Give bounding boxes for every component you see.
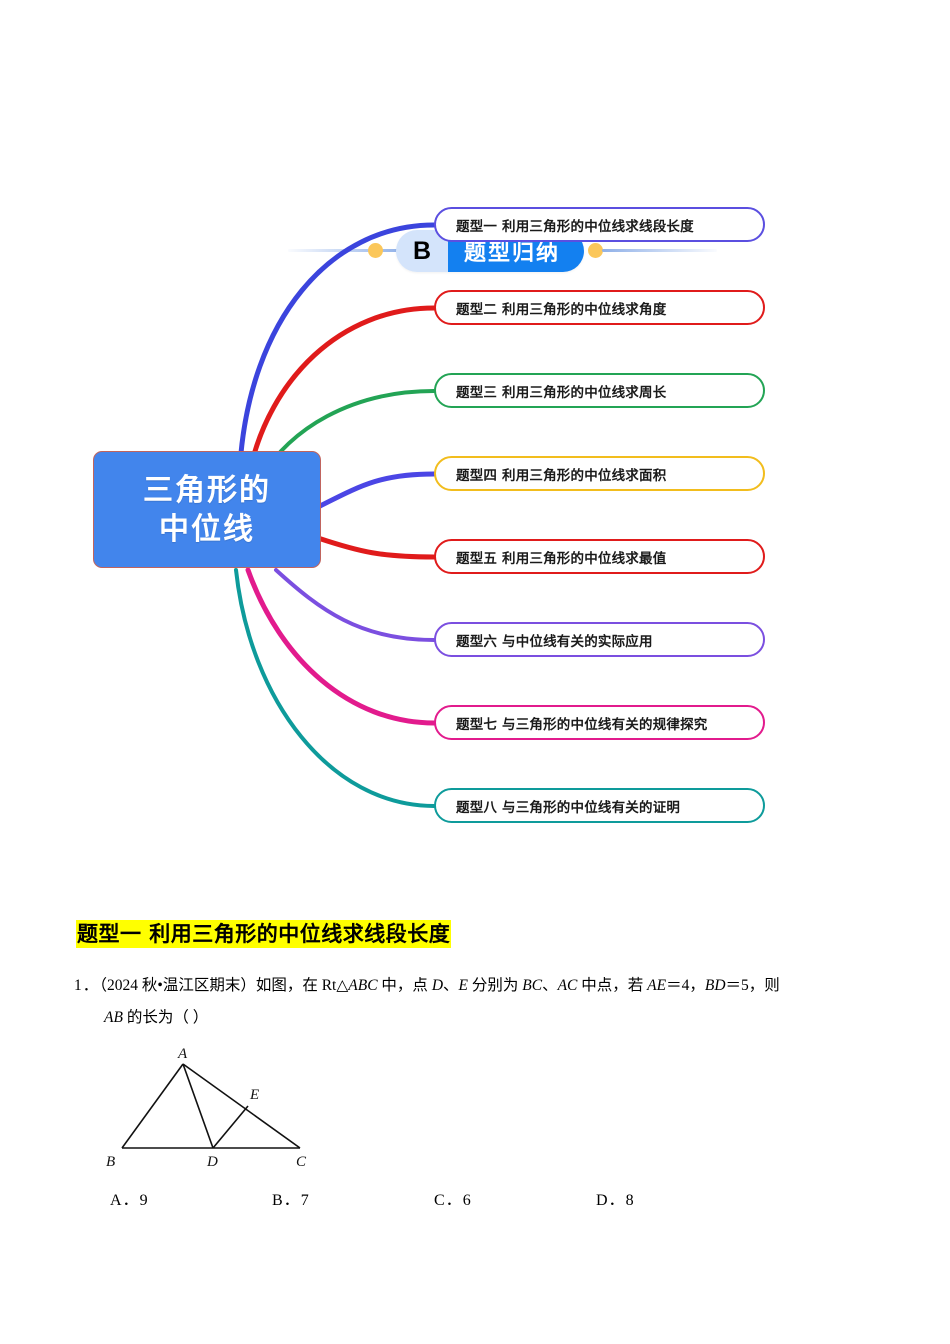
central-node-line-2: 中位线 [159,511,255,547]
mindmap-topic-1-label: 题型一 利用三角形的中位线求线段长度 [456,218,694,235]
mindmap-topic-8[interactable]: 题型八 与三角形的中位线有关的证明 [434,788,765,823]
question-var-ab: AB [104,1008,123,1026]
mindmap-topic-5-label: 题型五 利用三角形的中位线求最值 [456,550,667,567]
mindmap-topic-3[interactable]: 题型三 利用三角形的中位线求周长 [434,373,765,408]
mindmap-central-node[interactable]: 三角形的 中位线 [93,451,321,568]
mindmap-topic-4[interactable]: 题型四 利用三角形的中位线求面积 [434,456,765,491]
mindmap-topic-7-label: 题型七 与三角形的中位线有关的规律探究 [456,716,708,733]
question-text-o: ＝5，则 [725,977,780,994]
mindmap-topic-8-label: 题型八 与三角形的中位线有关的证明 [456,799,681,816]
figure-label-e: E [249,1087,259,1103]
question-var-d: D [431,977,444,994]
mindmap-topic-1[interactable]: 题型一 利用三角形的中位线求线段长度 [434,207,765,242]
option-b[interactable]: B．7 [272,1186,434,1210]
figure-label-c: C [296,1154,307,1170]
option-b-letter: B． [272,1192,301,1209]
question-var-bc: BC [522,977,543,994]
option-c-letter: C． [434,1192,463,1209]
mindmap-topic-2-label: 题型二 利用三角形的中位线求角度 [456,301,667,318]
mindmap-topic-5[interactable]: 题型五 利用三角形的中位线求最值 [434,539,765,574]
option-d-letter: D． [596,1192,626,1209]
question-block: 1．（2024 秋•温江区期末）如图，在 Rt△ABC 中，点 D、E 分别为 … [74,970,920,1034]
mindmap-topic-3-label: 题型三 利用三角形的中位线求周长 [456,384,667,401]
mindmap: 三角形的 中位线 题型一 利用三角形的中位线求线段长度 题型二 利用三角形的中位… [0,180,950,850]
section-heading: 题型一 利用三角形的中位线求线段长度 [76,918,452,948]
figure-segment-ba [121,1063,184,1149]
mindmap-topic-6-label: 题型六 与中位线有关的实际应用 [456,633,653,650]
mindmap-topic-6[interactable]: 题型六 与中位线有关的实际应用 [434,622,765,657]
option-a-value: 9 [139,1192,148,1209]
question-var-ac: AC [557,977,578,994]
question-text-c: 中，点 [377,977,432,994]
question-text-g: 分别为 [468,977,523,994]
question-var-ae: AE [647,977,667,994]
banner-decor-dot-right [588,243,603,258]
option-a[interactable]: A．9 [110,1186,272,1210]
question-line-2: AB 的长为（ ） [74,1002,920,1034]
figure-label-a: A [177,1046,188,1062]
question-number: 1． [74,977,100,994]
mindmap-topic-7[interactable]: 题型七 与三角形的中位线有关的规律探究 [434,705,765,740]
mindmap-topic-4-label: 题型四 利用三角形的中位线求面积 [456,467,667,484]
central-node-line-1: 三角形的 [143,472,271,508]
option-d-value: 8 [625,1192,634,1209]
section-heading-text: 题型一 利用三角形的中位线求线段长度 [76,920,452,948]
question-var-abc: ABC [348,977,378,994]
question-text-a: （2024 秋•温江区期末）如图，在 Rt△ [99,977,349,994]
option-c[interactable]: C．6 [434,1186,596,1210]
question-text-e: 、 [443,977,459,994]
geometry-figure: A B D C E [106,1046,307,1170]
option-c-value: 6 [462,1192,471,1209]
question-text-m: ＝4， [666,977,705,994]
figure-segment-ad [182,1063,214,1149]
mindmap-connectors [234,222,437,808]
question-var-bd: BD [704,977,726,994]
figure-label-b: B [106,1154,115,1170]
option-d[interactable]: D．8 [596,1186,758,1210]
option-b-value: 7 [300,1192,309,1209]
answer-options: A．9 B．7 C．6 D．8 [110,1186,810,1210]
section-banner: B 题型归纳 [0,112,950,272]
question-line-1: 1．（2024 秋•温江区期末）如图，在 Rt△ABC 中，点 D、E 分别为 … [74,970,920,1002]
figure-segment-de [212,1105,249,1149]
question-text-tail: 的长为（ ） [122,1008,209,1026]
question-var-e: E [458,977,468,994]
banner-decor-dot-left [368,243,383,258]
option-a-letter: A． [110,1192,140,1209]
banner-decor-line-right [602,249,717,252]
figure-label-d: D [206,1154,218,1170]
figure-segment-ac [182,1063,301,1149]
mindmap-topic-2[interactable]: 题型二 利用三角形的中位线求角度 [434,290,765,325]
question-text-i: 、 [542,977,558,994]
question-text-k: 中点，若 [577,977,648,994]
